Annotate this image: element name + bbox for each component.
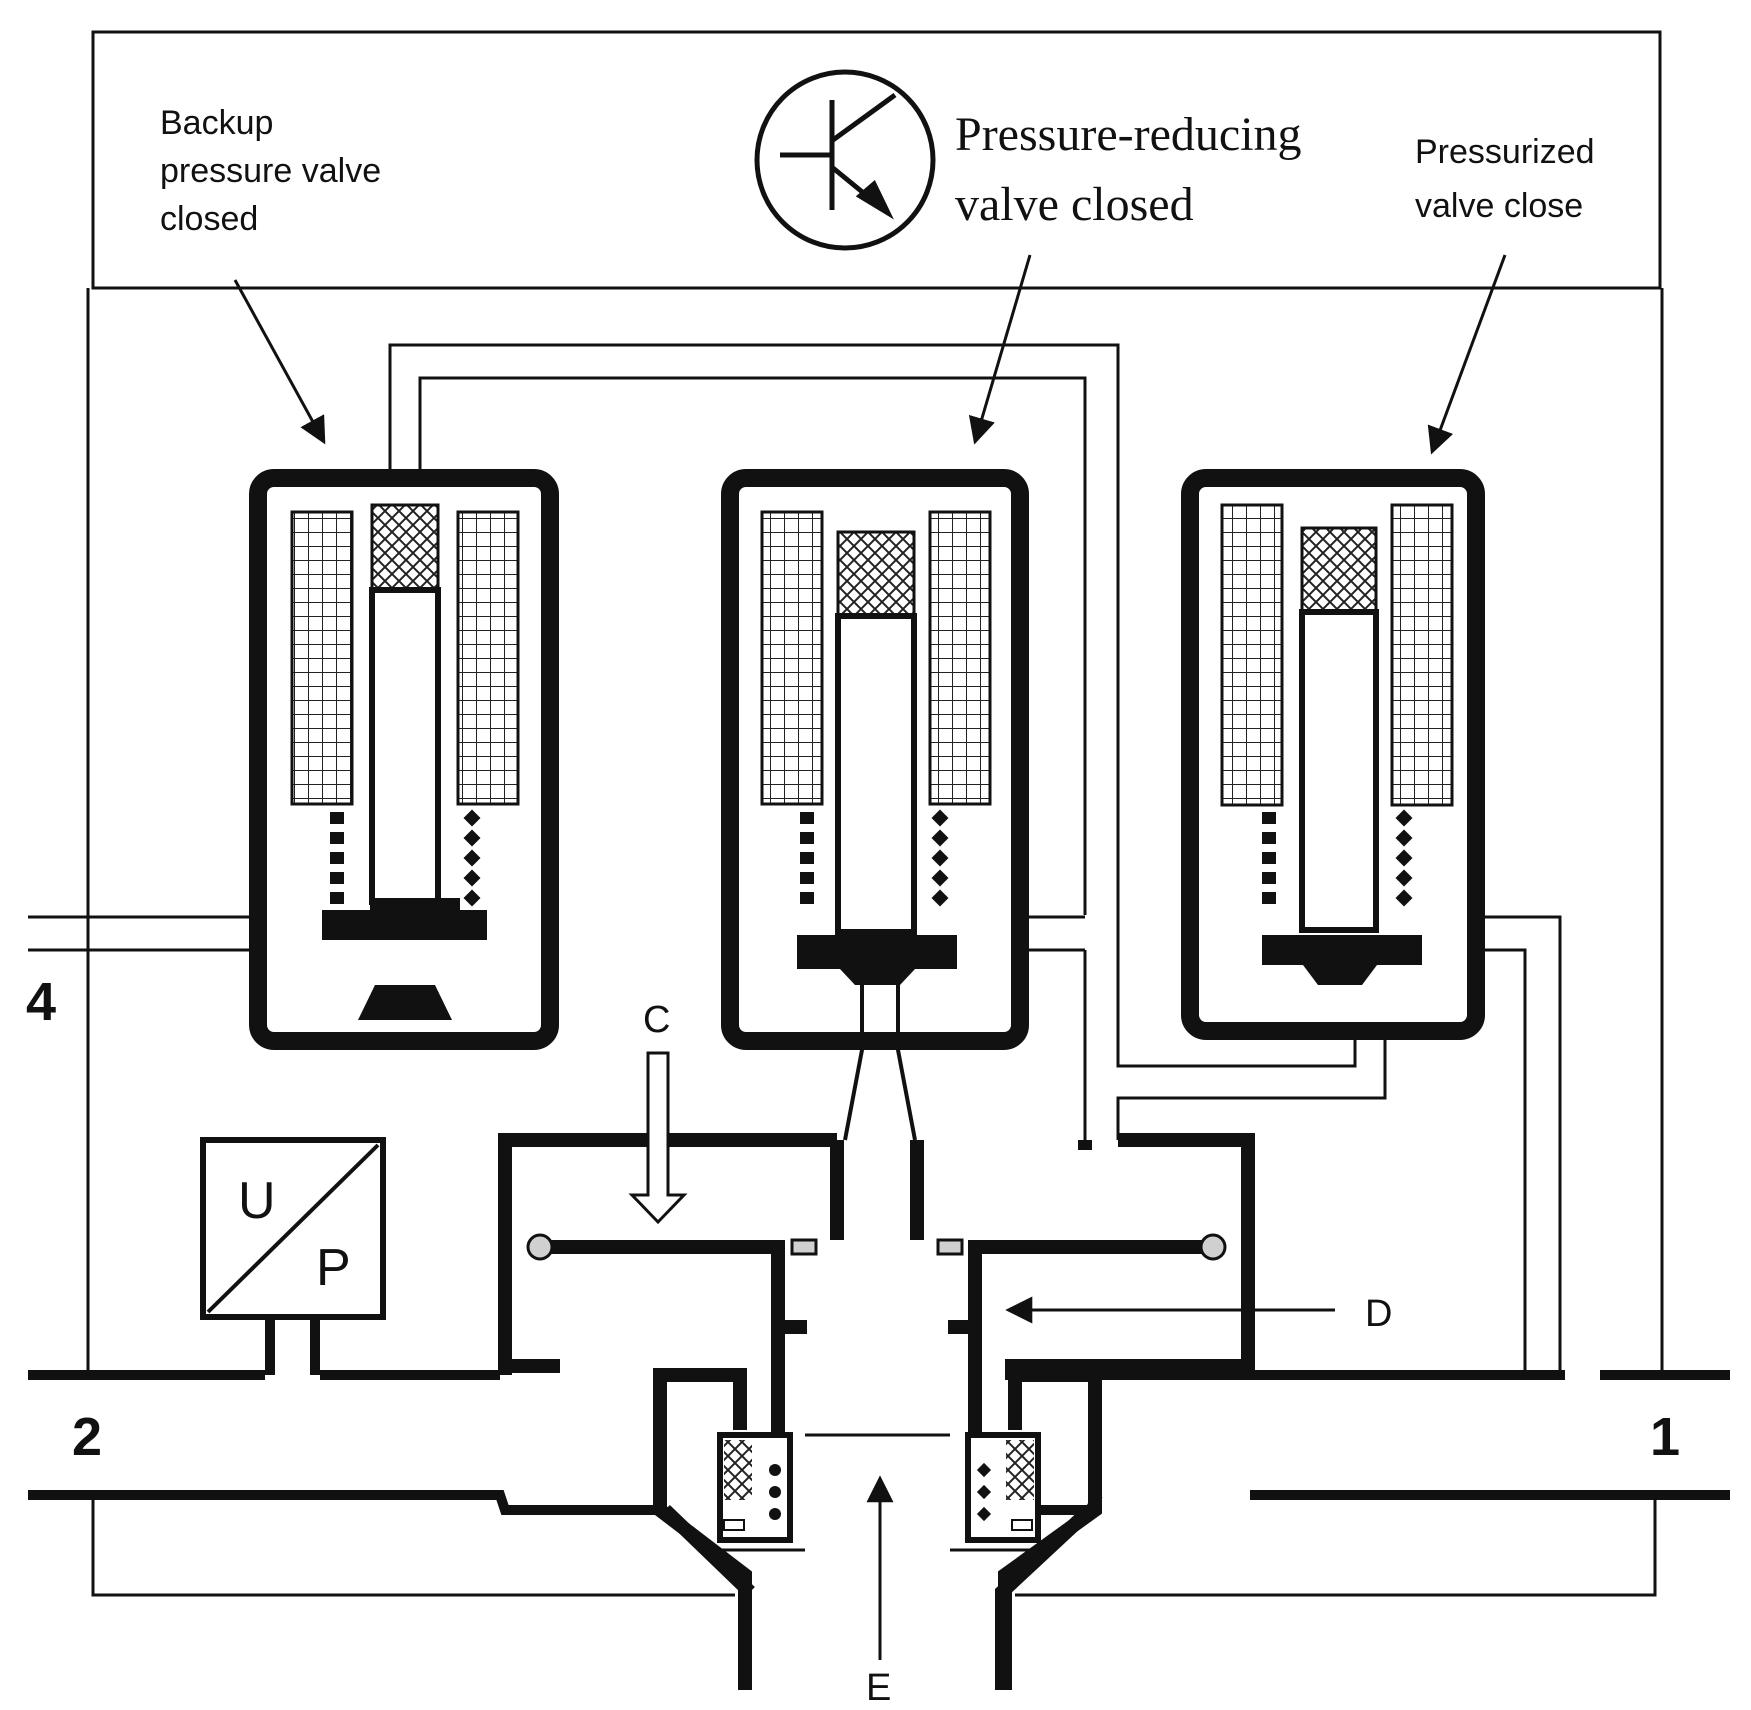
arrow-c-icon xyxy=(628,1051,688,1225)
label-pressure-reducing-valve: Pressure-reducing valve closed xyxy=(955,108,1314,231)
transducer-u-label: U xyxy=(238,1172,276,1230)
exhaust-seat-right xyxy=(950,1432,1041,1552)
up-transducer: U P xyxy=(200,1137,386,1375)
relay-valve-body xyxy=(498,1133,1255,1375)
port-1-label: 1 xyxy=(1650,1407,1680,1467)
letter-c: C xyxy=(643,999,670,1041)
letter-e: E xyxy=(866,1667,891,1709)
main-flow-passage xyxy=(28,1370,1730,1515)
exhaust-seat-left xyxy=(717,1432,805,1552)
solenoid-pressure-reducing-valve xyxy=(721,469,1029,1050)
body-frame xyxy=(86,288,1664,1597)
solenoid-pressurized-valve xyxy=(1181,469,1485,1040)
label-pressurized-valve: Pressurized valve close xyxy=(1415,133,1604,225)
letter-d: D xyxy=(1365,1293,1392,1335)
label-backup-valve: Backup pressure valve closed xyxy=(160,104,391,238)
solenoid-backup-valve xyxy=(249,469,559,1050)
header-frame xyxy=(91,30,1662,290)
exhaust-passages xyxy=(653,1368,1102,1690)
transducer-p-label: P xyxy=(316,1239,351,1297)
label-arrows xyxy=(233,254,1507,455)
port-4-label: 4 xyxy=(26,972,56,1032)
port-2-label: 2 xyxy=(72,1407,102,1467)
relay-piston xyxy=(526,1233,1227,1470)
pilot-nozzle xyxy=(843,985,917,1141)
transistor-symbol-icon xyxy=(754,69,936,251)
